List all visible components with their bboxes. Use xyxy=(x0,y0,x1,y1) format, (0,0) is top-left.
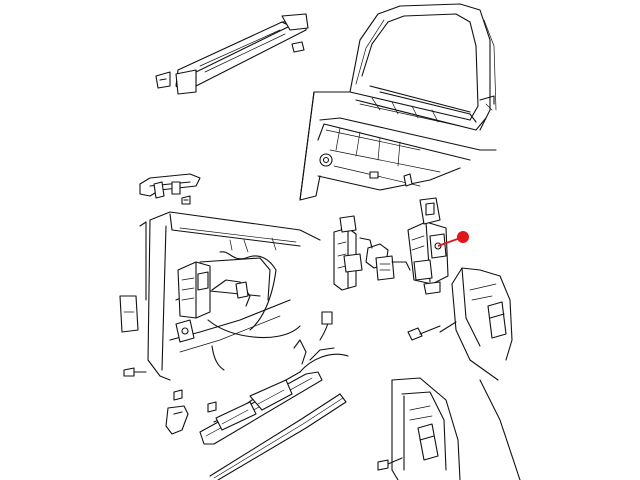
actuator-connector xyxy=(359,237,411,281)
body-pillar-striker xyxy=(451,267,513,381)
rear-body-pillar xyxy=(391,377,521,480)
callout-marker-dot xyxy=(457,231,469,243)
bracket-screws xyxy=(173,389,217,413)
sliding-door-track xyxy=(199,339,323,445)
roof-rail-bar xyxy=(175,13,309,95)
rail-nut xyxy=(291,41,305,53)
quarter-window-opening xyxy=(349,3,497,131)
striker-nut xyxy=(407,325,441,341)
door-weatherstrip xyxy=(209,393,347,480)
door-lock-actuator xyxy=(333,215,363,291)
rail-clip xyxy=(155,71,171,89)
pillar-screw xyxy=(377,457,403,471)
quarter-panel-lower xyxy=(317,117,497,191)
leader-lines xyxy=(299,91,457,333)
wiring-harness-left xyxy=(207,251,301,371)
door-inner-panel xyxy=(119,211,321,381)
handle-screw xyxy=(181,195,191,205)
highlight-callout xyxy=(437,231,469,247)
track-bracket xyxy=(165,405,189,435)
inner-screw xyxy=(123,367,147,377)
outside-door-handle xyxy=(139,173,201,199)
door-cable xyxy=(299,311,349,373)
window-regulator-motor xyxy=(177,261,211,319)
rear-door-latch xyxy=(407,197,449,295)
